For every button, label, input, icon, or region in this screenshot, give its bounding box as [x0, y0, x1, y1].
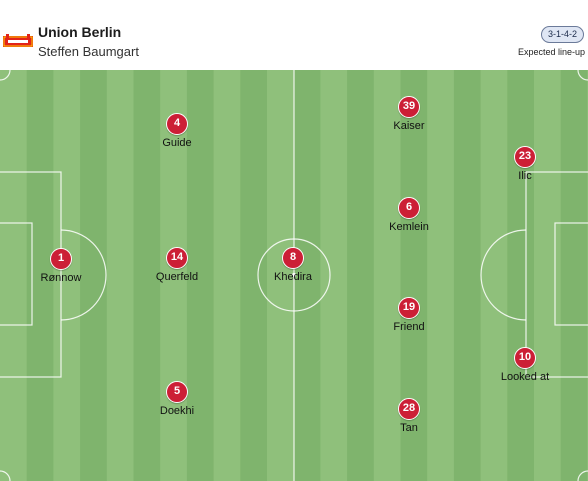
player-doekhi[interactable]: 5 Doekhi	[127, 381, 227, 417]
shirt-number-badge: 19	[398, 297, 420, 319]
shirt-number-badge: 28	[398, 398, 420, 420]
pitch-stripe	[186, 70, 215, 481]
player-name: Khedira	[274, 271, 312, 283]
right-penalty-arc	[480, 229, 527, 321]
center-spot	[292, 273, 296, 277]
pitch-stripe	[560, 70, 588, 481]
pitch-stripe	[293, 70, 321, 481]
player-looked-at[interactable]: 10 Looked at	[475, 347, 575, 383]
player-ilic[interactable]: 23 Ilic	[475, 146, 575, 182]
pitch-stripe	[320, 70, 348, 481]
pitch-stripe	[373, 70, 401, 481]
pitch-stripe	[106, 70, 134, 481]
shirt-number-badge: 1	[50, 248, 72, 270]
shirt-number-badge: 10	[514, 347, 536, 369]
lineup-header: Union Berlin Steffen Baumgart 3-1-4-2 Ex…	[0, 0, 588, 70]
right-penalty-area	[525, 171, 588, 378]
union-berlin-logo-icon	[3, 34, 33, 47]
pitch-stripe	[26, 70, 54, 481]
pitch-stripe	[133, 70, 161, 481]
shirt-number-badge: 39	[398, 96, 420, 118]
player-name: Friend	[393, 321, 425, 333]
player-name: Rønnow	[40, 272, 82, 284]
pitch-stripe	[80, 70, 108, 481]
player-kemlein[interactable]: 6 Kemlein	[359, 197, 459, 233]
player-friend[interactable]: 19 Friend	[359, 297, 459, 333]
pitch-stripe	[427, 70, 455, 481]
left-goal-area	[0, 222, 33, 326]
pitch-stripe	[480, 70, 508, 481]
player-name: Tan	[400, 422, 418, 434]
corner-arc-bottom-left	[0, 470, 11, 481]
player-name: Kaiser	[393, 120, 425, 132]
pitch-stripe	[240, 70, 268, 481]
player-name: Ilic	[518, 170, 532, 182]
lineup-type-label: Expected line-up	[517, 47, 585, 57]
football-pitch: 1 Rønnow 4 Guide 14 Querfeld 5 Doekhi 8 …	[0, 70, 588, 481]
player-querfeld[interactable]: 14 Querfeld	[127, 247, 227, 283]
team-name[interactable]: Union Berlin	[38, 24, 122, 40]
pitch-stripe	[534, 70, 562, 481]
player-name: Doekhi	[159, 405, 195, 417]
shirt-number-badge: 4	[166, 113, 188, 135]
pitch-stripe	[347, 70, 375, 481]
formation-badge: 3-1-4-2	[540, 26, 584, 43]
pitch-stripe	[160, 70, 188, 481]
player-name: Guide	[162, 137, 192, 149]
shirt-number-badge: 14	[166, 247, 188, 269]
player-khedira[interactable]: 8 Khedira	[243, 247, 343, 283]
player-rønnow[interactable]: 1 Rønnow	[11, 248, 111, 284]
pitch-stripe	[267, 70, 295, 481]
corner-arc-top-right	[577, 70, 588, 81]
pitch-stripe	[213, 70, 241, 481]
corner-arc-top-left	[0, 70, 11, 81]
left-penalty-area	[0, 171, 62, 378]
coach-name: Steffen Baumgart	[38, 44, 139, 59]
corner-arc-bottom-right	[577, 470, 588, 481]
player-name: Looked at	[500, 371, 550, 383]
pitch-stripe	[507, 70, 535, 481]
shirt-number-badge: 6	[398, 197, 420, 219]
player-name: Kemlein	[389, 221, 429, 233]
pitch-stripe	[0, 70, 28, 481]
shirt-number-badge: 8	[282, 247, 304, 269]
left-penalty-arc	[60, 229, 107, 321]
player-tan[interactable]: 28 Tan	[359, 398, 459, 434]
pitch-markings	[0, 70, 588, 481]
player-name: Querfeld	[155, 271, 199, 283]
pitch-stripe	[453, 70, 482, 481]
shirt-number-badge: 5	[166, 381, 188, 403]
player-kaiser[interactable]: 39 Kaiser	[359, 96, 459, 132]
center-circle	[257, 238, 331, 312]
player-guide[interactable]: 4 Guide	[127, 113, 227, 149]
shirt-number-badge: 23	[514, 146, 536, 168]
pitch-stripe	[53, 70, 81, 481]
right-goal-area	[554, 222, 588, 326]
